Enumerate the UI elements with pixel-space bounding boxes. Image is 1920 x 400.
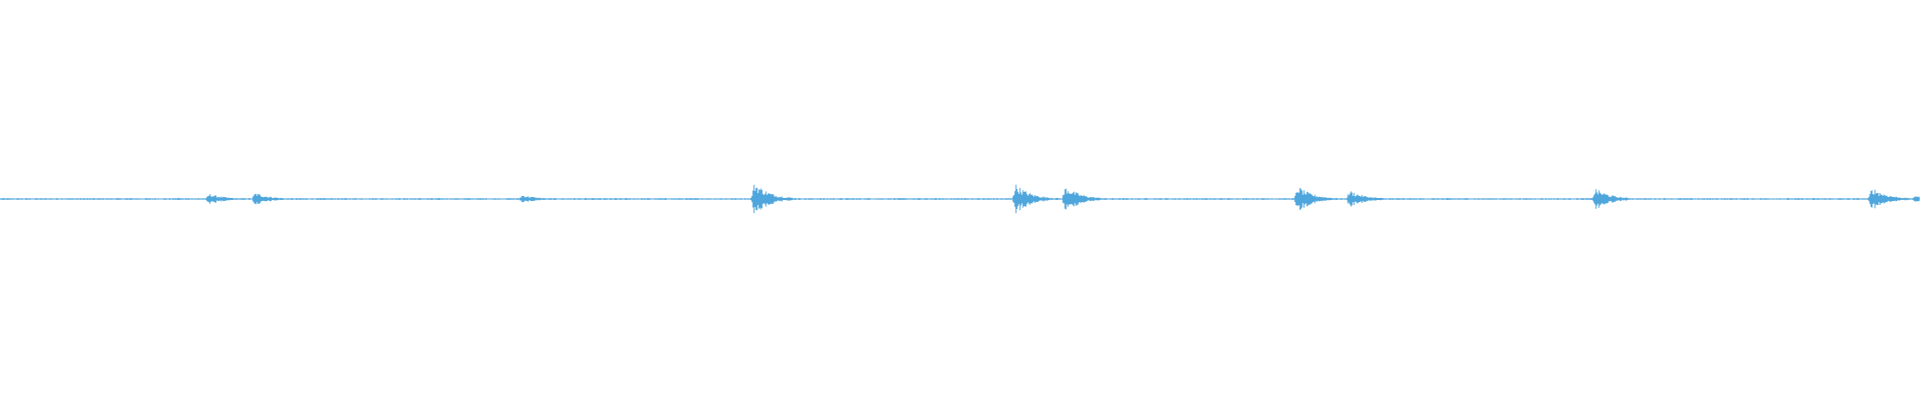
waveform-signal (0, 184, 1920, 214)
